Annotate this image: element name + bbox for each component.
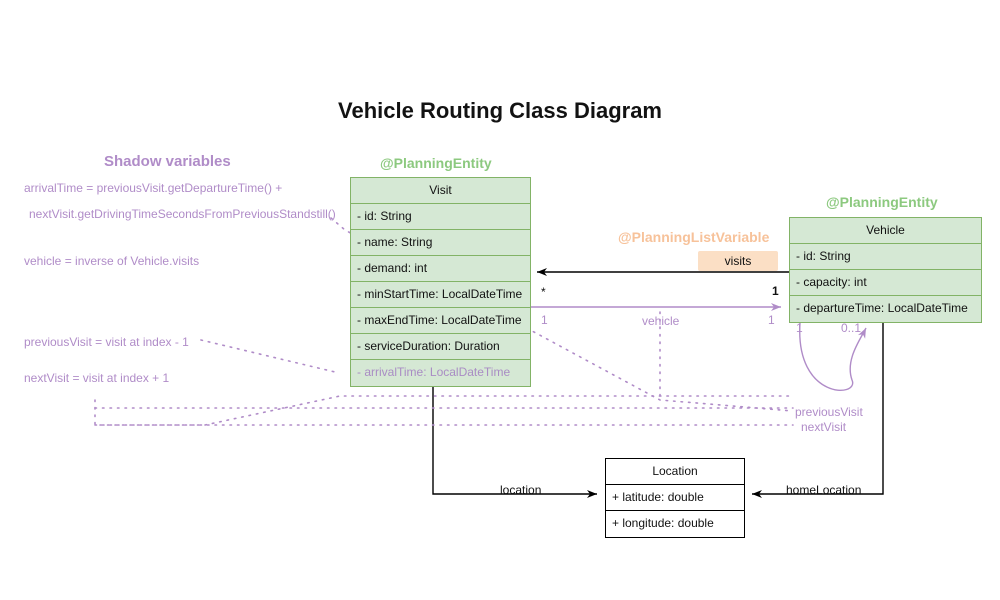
class-name-location: Location bbox=[606, 459, 744, 485]
shadow-note-next-visit: nextVisit = visit at index + 1 bbox=[24, 371, 170, 385]
edge-label-vehicle: vehicle bbox=[642, 314, 680, 328]
multiplicity-self-loop-source: 1 bbox=[796, 321, 803, 335]
edge-label-home-location: homeLocation bbox=[786, 483, 862, 497]
attribute-row: - serviceDuration: Duration bbox=[351, 334, 530, 360]
attribute-row: - id: String bbox=[790, 244, 981, 270]
attribute-row: - id: String bbox=[351, 204, 530, 230]
attribute-row: - departureTime: LocalDateTime bbox=[796, 301, 968, 315]
attribute-row: - capacity: int bbox=[790, 270, 981, 296]
multiplicity-visits-target: * bbox=[541, 285, 546, 299]
attribute-row: - maxEndTime: LocalDateTime bbox=[351, 308, 530, 334]
attribute-row: - name: String bbox=[351, 230, 530, 256]
attribute-row: + latitude: double bbox=[606, 485, 744, 511]
multiplicity-vehicle-target: 1 bbox=[768, 313, 775, 327]
class-name-visit: Visit bbox=[351, 178, 530, 204]
multiplicity-visits-source: 1 bbox=[772, 284, 779, 298]
class-box-location[interactable]: Location + latitude: double + longitude:… bbox=[605, 458, 745, 538]
shadow-note-arrival-time-2: nextVisit.getDrivingTimeSecondsFromPrevi… bbox=[29, 207, 336, 221]
attribute-row: - minStartTime: LocalDateTime bbox=[351, 282, 530, 308]
badge-visits: visits bbox=[698, 251, 778, 271]
multiplicity-self-loop-target: 0..1 bbox=[841, 321, 862, 335]
multiplicity-vehicle-source: 1 bbox=[541, 313, 548, 327]
class-name-vehicle: Vehicle bbox=[790, 218, 981, 244]
class-box-visit[interactable]: Visit - id: String - name: String - dema… bbox=[350, 177, 531, 387]
attribute-row: + longitude: double bbox=[612, 516, 714, 530]
class-box-vehicle[interactable]: Vehicle - id: String - capacity: int - d… bbox=[789, 217, 982, 323]
edge-label-next-visit: nextVisit bbox=[801, 420, 847, 434]
attribute-row-shadow: - arrivalTime: LocalDateTime bbox=[357, 365, 511, 379]
attribute-row: - demand: int bbox=[351, 256, 530, 282]
shadow-note-arrival-time-1: arrivalTime = previousVisit.getDeparture… bbox=[24, 181, 283, 195]
stereotype-visit-planning-entity: @PlanningEntity bbox=[380, 155, 492, 171]
shadow-note-vehicle: vehicle = inverse of Vehicle.visits bbox=[24, 254, 200, 268]
edge-location bbox=[432, 383, 597, 498]
edge-label-previous-visit: previousVisit bbox=[795, 405, 863, 419]
shadow-note-previous-visit: previousVisit = visit at index - 1 bbox=[24, 335, 189, 349]
stereotype-vehicle-planning-entity: @PlanningEntity bbox=[826, 194, 938, 210]
stereotype-planning-list-variable: @PlanningListVariable bbox=[618, 229, 770, 245]
page-title: Vehicle Routing Class Diagram bbox=[338, 98, 662, 123]
shadow-variables-heading: Shadow variables bbox=[104, 153, 231, 170]
edge-label-location: location bbox=[500, 483, 542, 497]
